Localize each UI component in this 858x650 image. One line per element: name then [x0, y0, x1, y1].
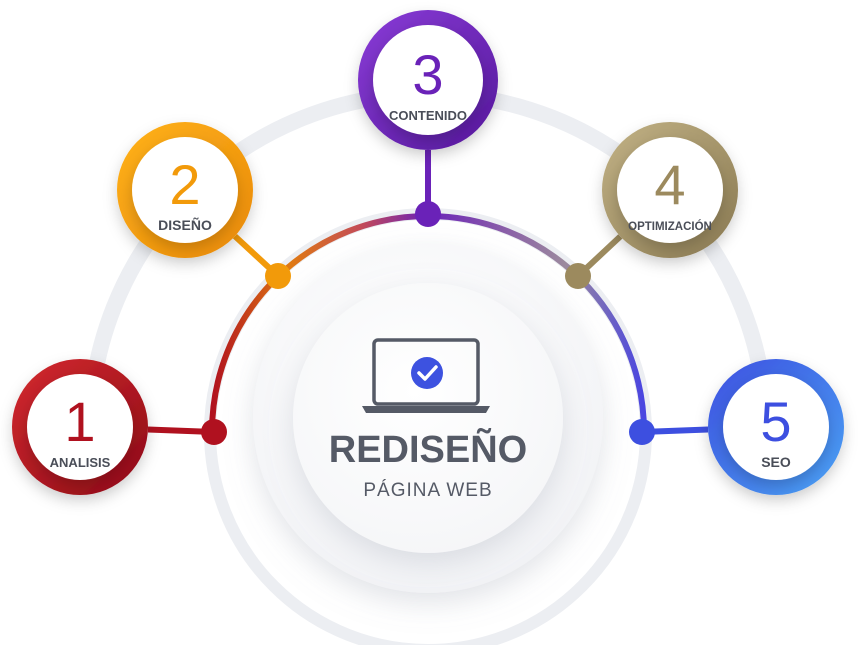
step-label: ANALISIS	[50, 455, 111, 470]
step-node-dot	[629, 419, 655, 445]
step-label: OPTIMIZACIÓN	[628, 220, 712, 233]
step-inner-disc	[373, 25, 483, 135]
center-subtitle: PÁGINA WEB	[363, 480, 492, 501]
step-inner-disc	[27, 374, 133, 480]
step-node-dot	[265, 263, 291, 289]
step-inner-disc	[132, 137, 238, 243]
step-number: 2	[169, 153, 200, 216]
step-label: SEO	[761, 454, 791, 470]
center-inner-disc	[293, 283, 563, 553]
step-inner-disc	[617, 137, 723, 243]
step-inner-disc	[723, 374, 829, 480]
check-badge	[411, 357, 443, 389]
step-label: CONTENIDO	[389, 108, 467, 123]
center-hub	[253, 243, 603, 593]
step-number: 5	[760, 390, 791, 453]
step-node-dot	[565, 263, 591, 289]
step-label: DISEÑO	[158, 216, 212, 233]
step-number: 4	[654, 153, 685, 216]
step-node-dot	[415, 201, 441, 227]
step-number: 1	[64, 390, 95, 453]
center-title: REDISEÑO	[329, 427, 527, 471]
check-mark	[417, 365, 438, 381]
step-node-dot	[201, 419, 227, 445]
laptop-check-icon	[362, 338, 490, 413]
step-number: 3	[412, 43, 443, 106]
